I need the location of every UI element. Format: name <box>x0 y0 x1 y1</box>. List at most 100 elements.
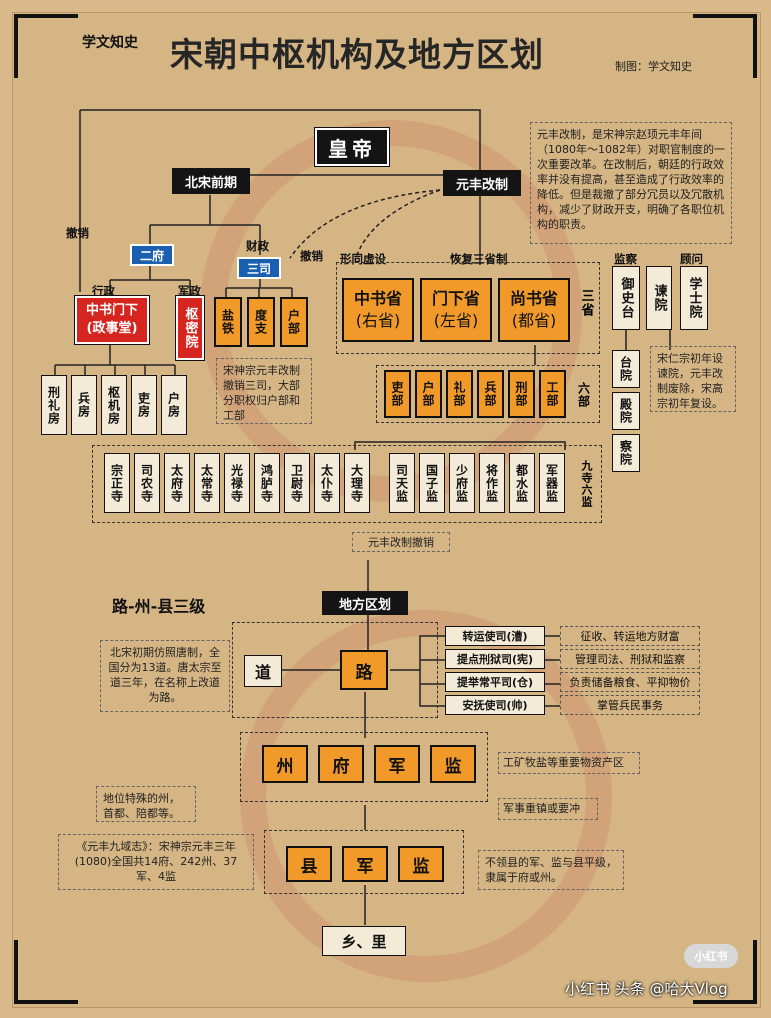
tai-sub-box: 殿院 <box>612 392 640 430</box>
lu-office-box: 转运使司(漕) <box>445 626 545 646</box>
zhou-level-box: 府 <box>318 745 364 783</box>
military-label: 军政 <box>178 284 201 298</box>
shumi-yuan-box: 枢密院 <box>176 296 204 360</box>
bu-box: 礼部 <box>446 370 473 418</box>
si-box: 鸿胪寺 <box>254 453 280 513</box>
zhou-level-box: 军 <box>374 745 420 783</box>
fang-box: 吏房 <box>131 375 157 435</box>
advise-label: 顾问 <box>680 252 703 266</box>
revoke-label: 撤销 <box>300 249 323 263</box>
three-sheng-group <box>336 262 600 354</box>
lu-office-function: 征收、转运地方财富 <box>560 626 700 646</box>
bu-box: 兵部 <box>477 370 504 418</box>
sheng-box: 尚书省 (都省) <box>498 278 570 342</box>
si-box: 太府寺 <box>164 453 190 513</box>
fang-box: 户房 <box>161 375 187 435</box>
bu-box: 刑部 <box>508 370 535 418</box>
sansi-sub-box: 盐铁 <box>214 297 242 347</box>
finance-label: 财政 <box>246 239 269 253</box>
sheng-alt: (左省) <box>433 311 479 330</box>
fang-box: 枢机房 <box>101 375 127 435</box>
local-root-box: 地方区划 <box>322 591 408 615</box>
bu-box: 吏部 <box>384 370 411 418</box>
sansi-sub-box: 度支 <box>247 297 275 347</box>
nine-six-group <box>92 445 602 523</box>
corner-ornament <box>14 14 78 78</box>
lu-office-box: 提举常平司(仓) <box>445 672 545 692</box>
sansi-note: 宋神宗元丰改制撤销三司，大部分职权归户部和工部 <box>216 358 312 424</box>
si-box: 卫尉寺 <box>284 453 310 513</box>
lu-group <box>232 622 438 718</box>
supervise-label: 监察 <box>614 252 637 266</box>
xian-level-box: 军 <box>342 846 388 882</box>
jian-mining-note: 工矿牧盐等重要物资产区 <box>498 752 640 774</box>
sansi-sub-box: 户部 <box>280 297 308 347</box>
jian-box: 将作监 <box>479 453 505 513</box>
lu-box: 路 <box>340 650 388 690</box>
lu-office-box: 安抚使司(帅) <box>445 695 545 715</box>
jian-box: 国子监 <box>419 453 445 513</box>
sheng-box: 中书省(右省) <box>342 278 414 342</box>
tai-sub-box: 察院 <box>612 434 640 472</box>
sheng-box: 门下省 (左省) <box>420 278 492 342</box>
jian-box: 司天监 <box>389 453 415 513</box>
jian-box: 少府监 <box>449 453 475 513</box>
xiang-li-box: 乡、里 <box>322 926 406 956</box>
sheng-alt: (都省) <box>511 311 557 330</box>
dao-note: 北宋初期仿照唐制，全国分为13道。唐太宗至道三年，在名称上改道为路。 <box>100 640 230 712</box>
admin-label: 行政 <box>92 284 115 298</box>
bu-box: 工部 <box>539 370 566 418</box>
xian-note: 不领县的军、监与县平级，隶属于府或州。 <box>478 850 624 890</box>
si-box: 大理寺 <box>344 453 370 513</box>
revoke-label: 撤销 <box>66 226 89 240</box>
fu-note: 地位特殊的州，首都、陪都等。 <box>96 786 196 822</box>
six-bu-group <box>376 365 600 423</box>
lu-office-box: 提点刑狱司(宪) <box>445 649 545 669</box>
six-bu-label: 六部 <box>576 382 591 408</box>
yuanfeng-book-note: 《元丰九域志》：宋神宗元丰三年(1080)全国共14府、242州、37军、4监 <box>58 834 254 890</box>
jian-box: 军器监 <box>539 453 565 513</box>
zhou-level-box: 监 <box>430 745 476 783</box>
sheng-name: 门下省 <box>431 289 480 308</box>
sheng-name: 中书省 <box>353 289 402 308</box>
fang-box: 刑礼房 <box>41 375 67 435</box>
jian-box: 都水监 <box>509 453 535 513</box>
xian-level-box: 县 <box>286 846 332 882</box>
corner-ornament <box>693 940 757 1004</box>
nine-six-label: 九寺六监 <box>580 460 593 508</box>
two-fu-box: 二府 <box>130 244 174 266</box>
san-si-box: 三司 <box>237 257 281 279</box>
dao-box: 道 <box>244 655 282 687</box>
early-song-box: 北宋前期 <box>172 168 250 194</box>
xhs-badge: 小红书 <box>684 944 738 968</box>
sheng-name: 尚书省 <box>509 289 558 308</box>
xian-level-box: 监 <box>398 846 444 882</box>
xian-group <box>264 830 464 894</box>
emperor-box: 皇帝 <box>315 128 389 166</box>
zhou-group <box>240 732 488 802</box>
lu-office-function: 负责储备粮食、平抑物价 <box>560 672 700 692</box>
si-box: 太仆寺 <box>314 453 340 513</box>
corner-ornament <box>14 940 78 1004</box>
tai-sub-box: 台院 <box>612 350 640 388</box>
si-box: 宗正寺 <box>104 453 130 513</box>
three-sheng-label: 三省 <box>578 289 594 317</box>
abolished-note: 元丰改制撤销 <box>352 532 450 552</box>
zhongshu-menxia-box: 中书门下(政事堂) <box>75 296 149 344</box>
lu-office-function: 掌管兵民事务 <box>560 695 700 715</box>
si-box: 司农寺 <box>134 453 160 513</box>
reform-note: 元丰改制，是宋神宗赵顼元丰年间（1080年～1082年）对职官制度的一次重要改革… <box>530 122 732 244</box>
zhou-level-box: 州 <box>262 745 308 783</box>
jian-note: 宋仁宗初年设谏院，元丰改制废除，宋高宗初年复设。 <box>650 346 736 412</box>
footer-credit: 小红书 头条 @哈大Vlog <box>565 980 728 998</box>
jun-note: 军事重镇或要冲 <box>498 798 598 820</box>
page-title: 宋朝中枢机构及地方区划 <box>170 35 544 74</box>
si-box: 太常寺 <box>194 453 220 513</box>
lu-office-function: 管理司法、刑狱和监察 <box>560 649 700 669</box>
censorate-box: 御史台 <box>612 266 640 330</box>
local-title: 路-州-县三级 <box>112 597 206 616</box>
remonstrance-box: 谏院 <box>646 266 672 330</box>
brand-logo: 学文知史 <box>82 35 138 51</box>
